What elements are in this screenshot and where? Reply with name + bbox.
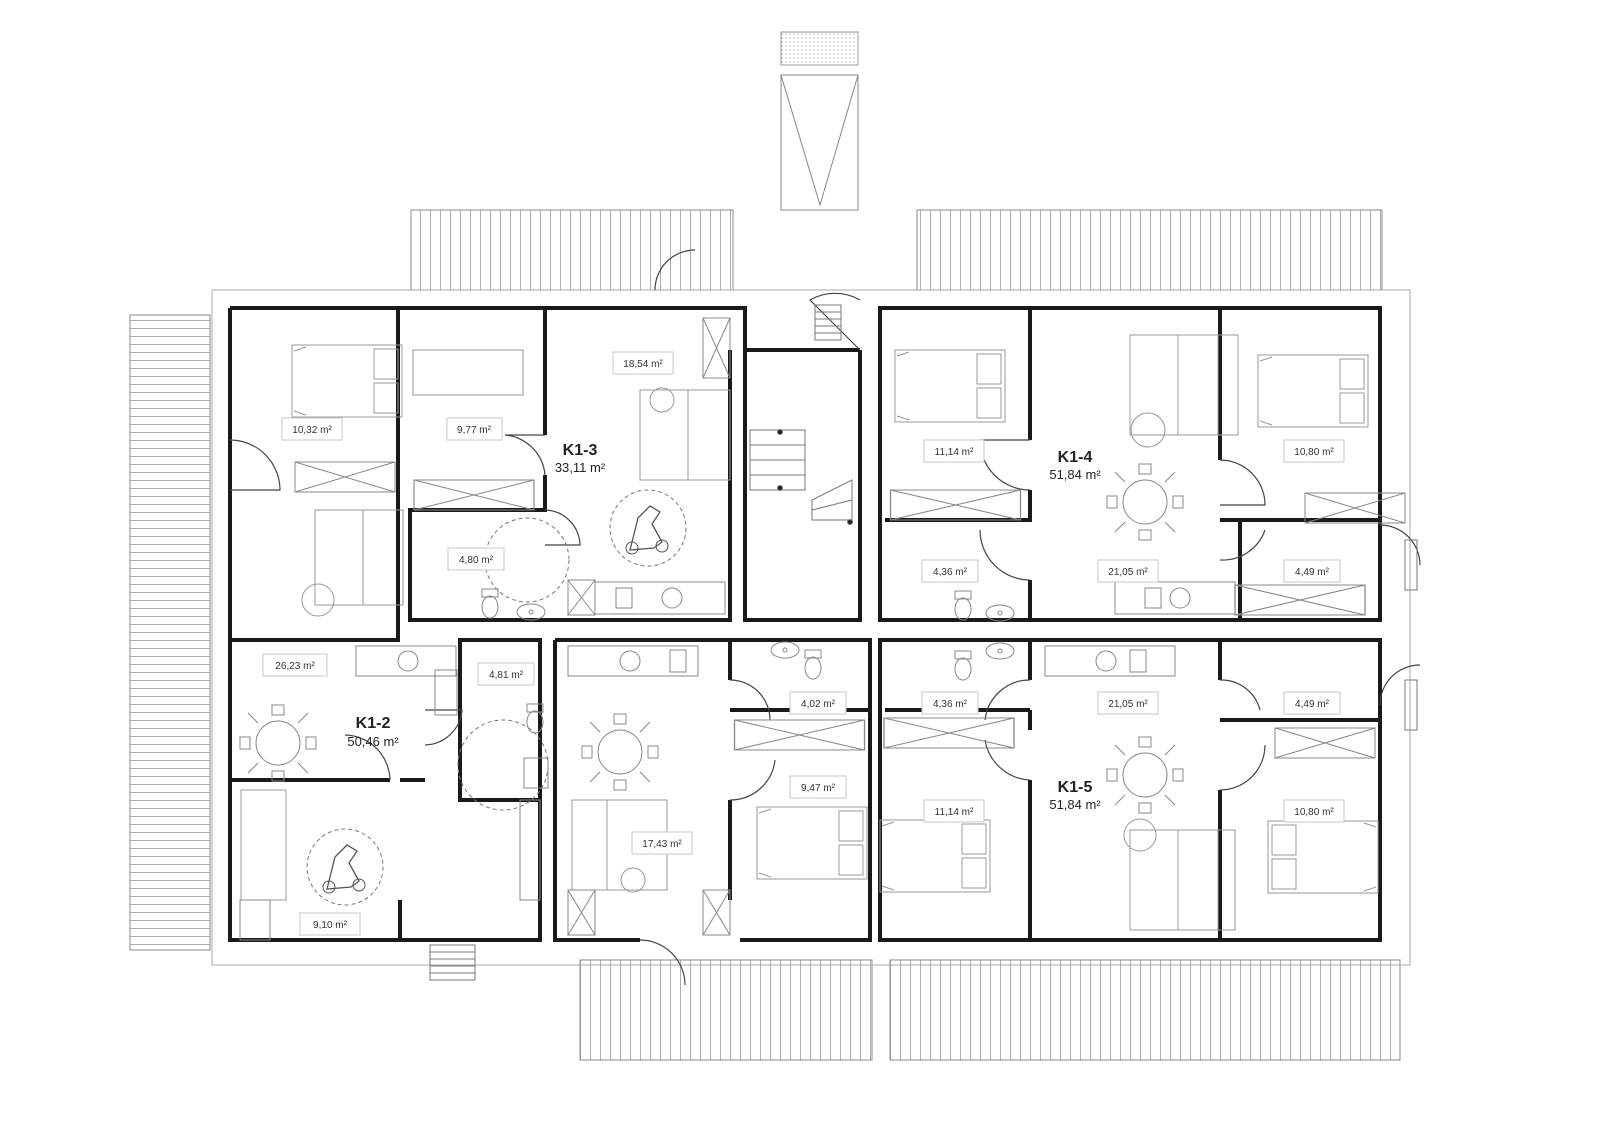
room-area-label: 21,05 m² — [1097, 559, 1159, 583]
room-area-label: 9,10 m² — [299, 912, 361, 936]
entrance-steps — [429, 304, 1418, 981]
room-area-text: 26,23 m² — [275, 661, 315, 672]
room-area-label: 4,49 m² — [1283, 559, 1341, 583]
room-area-label: 9,47 m² — [789, 775, 847, 799]
room-area-label: 10,80 m² — [1283, 799, 1345, 823]
room-labels: 10,32 m² 9,77 m² 18,54 m² 11,14 m² 10,80… — [262, 351, 1345, 936]
room-area-label: 4,02 m² — [789, 691, 847, 715]
unit-name-k1-5: K1-5 — [1058, 779, 1093, 796]
kitchen-counters — [355, 581, 1236, 716]
room-area-label: 11,14 m² — [923, 439, 985, 463]
entrance-canopy — [780, 31, 859, 211]
room-area-text: 9,77 m² — [457, 425, 492, 436]
wardrobes — [239, 317, 1406, 941]
deck-top-left — [410, 209, 734, 291]
unit-name-k1-2: K1-2 — [356, 715, 391, 732]
room-area-label: 4,81 m² — [477, 662, 535, 686]
stairs — [749, 429, 853, 525]
room-area-text: 9,10 m² — [313, 920, 348, 931]
room-area-label: 11,14 m² — [923, 799, 985, 823]
unit-area-k1-5: 51,84 m² — [1049, 797, 1101, 812]
room-area-text: 4,80 m² — [459, 555, 494, 566]
room-area-label: 21,05 m² — [1097, 691, 1159, 715]
room-area-text: 4,49 m² — [1295, 567, 1330, 578]
deck-left — [129, 314, 211, 951]
roof-outline — [211, 289, 1411, 966]
room-area-text: 4,36 m² — [933, 699, 968, 710]
room-area-label: 10,80 m² — [1283, 439, 1345, 463]
room-area-label: 4,80 m² — [447, 547, 505, 571]
room-area-label: 10,32 m² — [281, 417, 343, 441]
room-area-label: 26,23 m² — [262, 653, 328, 677]
room-area-text: 10,80 m² — [1294, 447, 1334, 458]
deck-bottom-right — [889, 959, 1401, 1061]
unit-area-k1-3: 33,11 m² — [555, 460, 606, 475]
room-area-text: 10,80 m² — [1294, 807, 1334, 818]
room-area-text: 9,47 m² — [801, 783, 836, 794]
deck-top-right — [916, 209, 1383, 291]
room-area-label: 4,36 m² — [921, 559, 979, 583]
room-area-text: 11,14 m² — [935, 447, 974, 458]
furniture — [240, 334, 1379, 931]
unit-name-k1-4: K1-4 — [1058, 449, 1093, 466]
room-area-text: 11,14 m² — [935, 807, 974, 818]
unit-name-k1-3: K1-3 — [563, 442, 598, 459]
deck-bottom-center — [579, 959, 873, 1061]
room-area-text: 21,05 m² — [1108, 567, 1148, 578]
room-area-text: 4,02 m² — [801, 699, 836, 710]
room-area-text: 21,05 m² — [1108, 699, 1148, 710]
room-area-text: 18,54 m² — [623, 359, 663, 370]
room-area-label: 18,54 m² — [612, 351, 674, 375]
sanitary — [481, 588, 1015, 789]
room-area-label: 9,77 m² — [446, 417, 503, 441]
room-area-text: 4,81 m² — [489, 670, 524, 681]
room-area-label: 4,36 m² — [921, 691, 979, 715]
unit-area-k1-2: 50,46 m² — [347, 734, 399, 749]
room-area-text: 4,49 m² — [1295, 699, 1330, 710]
room-area-text: 10,32 m² — [292, 425, 332, 436]
room-area-text: 17,43 m² — [642, 839, 682, 850]
room-area-label: 4,49 m² — [1283, 691, 1341, 715]
unit-area-k1-4: 51,84 m² — [1049, 467, 1101, 482]
unit-labels: K1-2 50,46 m² K1-3 33,11 m² K1-4 51,84 m… — [347, 442, 1101, 812]
room-area-label: 17,43 m² — [631, 831, 693, 855]
room-area-text: 4,36 m² — [933, 567, 968, 578]
